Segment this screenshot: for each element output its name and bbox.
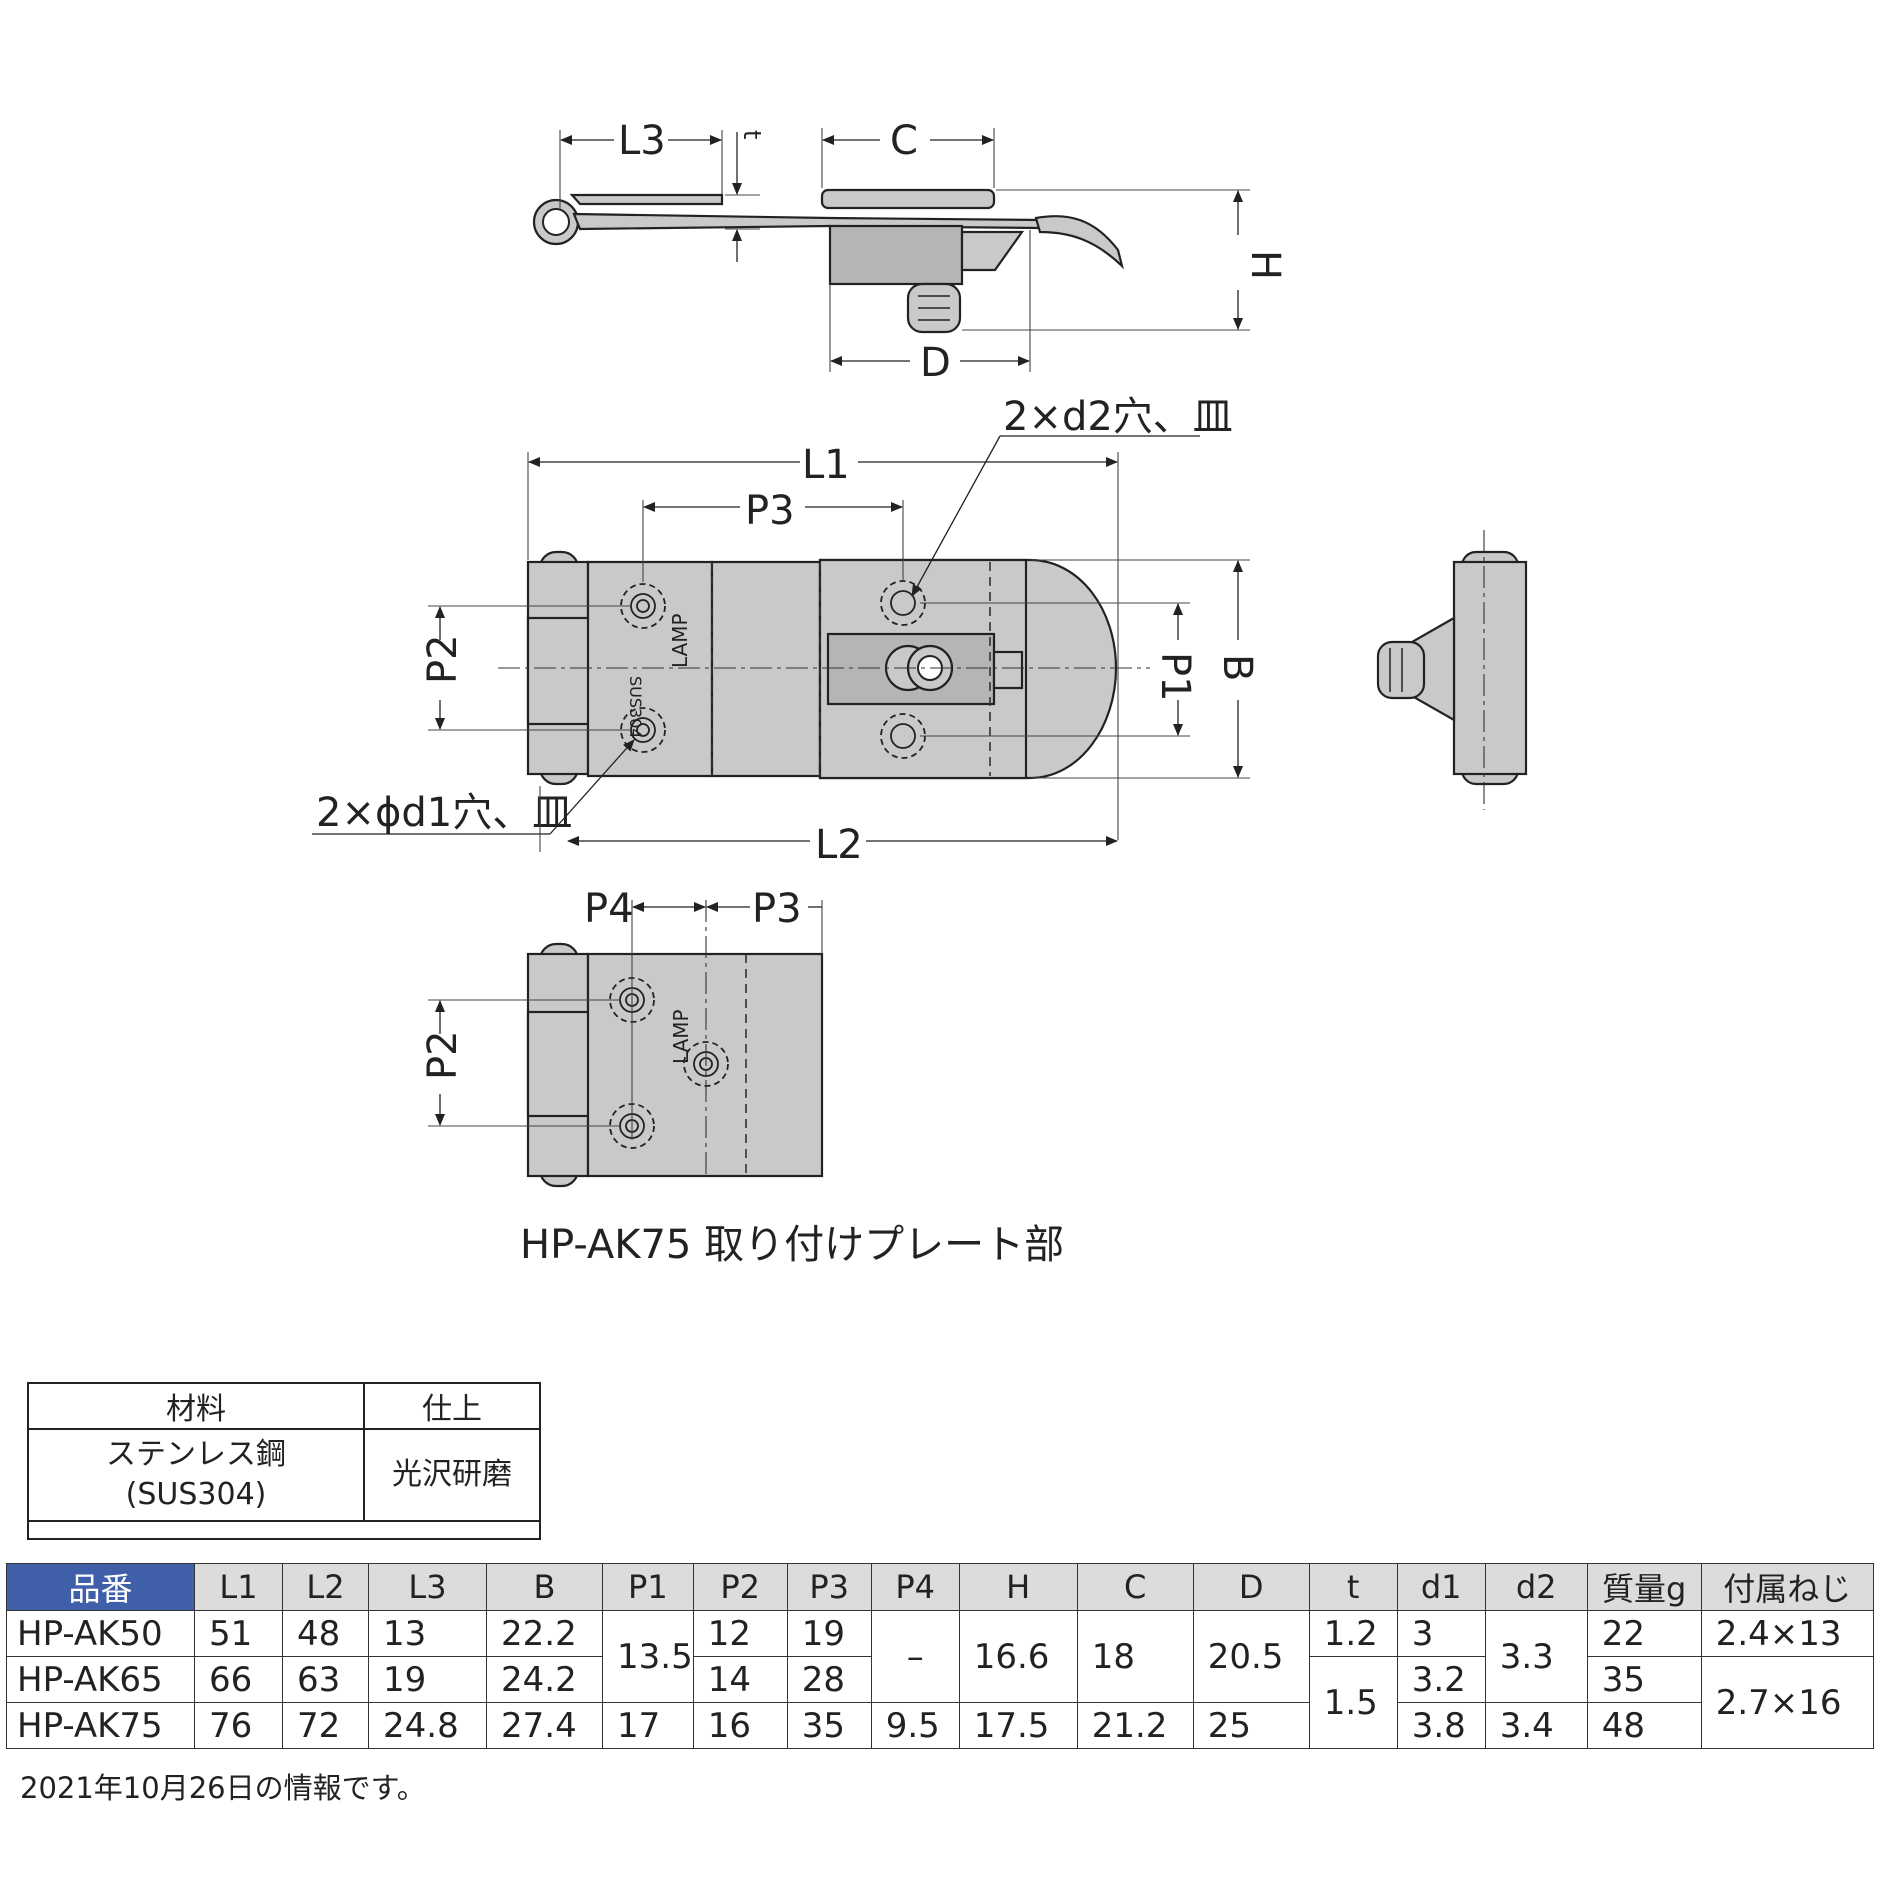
plate-stamp-brand: LAMP: [669, 1009, 693, 1064]
cell-L3: 13: [368, 1610, 487, 1657]
plate-caption: HP-AK75 取り付けプレート部: [520, 1222, 1064, 1268]
col-C: C: [1076, 1563, 1194, 1611]
col-P2: P2: [692, 1563, 788, 1611]
plate-dim-P4-label: P4: [584, 886, 634, 932]
dim-L2-label: L2: [815, 822, 863, 868]
cell-t: 1.5: [1308, 1656, 1398, 1749]
cell-L1: 51: [194, 1610, 283, 1657]
col-t: t: [1308, 1563, 1398, 1611]
cell-P4: 9.5: [870, 1702, 960, 1749]
part-number: HP-AK75: [6, 1702, 195, 1749]
cell-mass: 35: [1586, 1656, 1702, 1703]
cell-L2: 63: [282, 1656, 369, 1703]
cell-C: 18: [1076, 1610, 1194, 1703]
col-screw: 付属ねじ: [1700, 1563, 1874, 1611]
cell-P2: 16: [692, 1702, 788, 1749]
table-header-row: 品番 L1 L2 L3 B P1 P2 P3 P4 H C D t d1 d2 …: [6, 1563, 1874, 1611]
col-d2: d2: [1484, 1563, 1588, 1611]
cell-P2: 14: [692, 1656, 788, 1703]
cell-L3: 19: [368, 1656, 487, 1703]
cell-H: 16.6: [958, 1610, 1078, 1703]
cell-d2: 3.4: [1484, 1702, 1588, 1749]
cell-screw: 2.7×16: [1700, 1656, 1874, 1749]
col-D: D: [1192, 1563, 1310, 1611]
plate-view: LAMP P4 P3 P2 HP-AK75 取り付けプレート部: [420, 886, 1064, 1268]
stamp-brand: LAMP: [668, 613, 692, 668]
date-note: 2021年10月26日の情報です。: [20, 1771, 426, 1805]
cell-L1: 66: [194, 1656, 283, 1703]
table-row: HP-AK75 76 72 24.8 27.4 17 16 35 9.5 17.…: [6, 1702, 1874, 1749]
cell-P1: 17: [602, 1702, 694, 1749]
dim-D-label: D: [920, 340, 951, 386]
dim-L3-label: L3: [618, 118, 666, 164]
material-name: ステンレス鋼: [106, 1437, 286, 1472]
col-L2: L2: [282, 1563, 369, 1611]
cell-d1: 3: [1396, 1610, 1486, 1657]
side-view: L3 t C H D: [532, 118, 1288, 386]
col-d1: d1: [1396, 1563, 1486, 1611]
dim-P1-label: P1: [1152, 652, 1198, 702]
col-L1: L1: [194, 1563, 283, 1611]
col-L3: L3: [368, 1563, 487, 1611]
dim-P3-label: P3: [745, 488, 795, 534]
cell-P3: 35: [786, 1702, 872, 1749]
cell-mass: 22: [1586, 1610, 1702, 1657]
cell-L1: 76: [194, 1702, 283, 1749]
col-P1: P1: [602, 1563, 694, 1611]
cell-L2: 72: [282, 1702, 369, 1749]
cell-d2: 3.3: [1484, 1610, 1588, 1703]
dim-B-label: B: [1214, 654, 1260, 681]
cell-D: 20.5: [1192, 1610, 1310, 1703]
hole-d2-label: 2×d2穴、皿: [1003, 394, 1233, 440]
col-P3: P3: [786, 1563, 872, 1611]
cell-d1: 3.2: [1396, 1656, 1486, 1703]
cell-P3: 19: [786, 1610, 872, 1657]
material-header: 材料: [27, 1382, 365, 1430]
cell-L3: 24.8: [368, 1702, 487, 1749]
material-table-footer: [27, 1521, 541, 1540]
hole-d1-label: 2×ϕd1穴、皿: [316, 790, 572, 836]
col-B: B: [486, 1563, 603, 1611]
cell-t: 1.2: [1308, 1610, 1398, 1657]
plate-dim-P3-label: P3: [752, 886, 802, 932]
finish-cell: 光沢研磨: [363, 1428, 541, 1522]
cell-C: 21.2: [1076, 1702, 1194, 1749]
cell-B: 24.2: [486, 1656, 603, 1703]
dim-C-label: C: [890, 118, 918, 164]
dim-P2-label: P2: [420, 634, 466, 684]
material-code: (SUS304): [125, 1477, 267, 1512]
cell-P1: 13.5: [602, 1610, 694, 1703]
stamp-material: SUS304: [626, 676, 645, 739]
cell-P3: 28: [786, 1656, 872, 1703]
cell-P4: –: [870, 1610, 960, 1703]
material-table: 材料 仕上 ステンレス鋼 (SUS304) 光沢研磨: [27, 1382, 541, 1540]
col-H: H: [958, 1563, 1078, 1611]
cell-B: 22.2: [486, 1610, 603, 1657]
cell-D: 25: [1192, 1702, 1310, 1749]
part-number: HP-AK50: [6, 1610, 195, 1657]
table-row: HP-AK65 66 63 19 24.2 14 28 1.5 3.2 35 2…: [6, 1656, 1874, 1749]
material-cell: ステンレス鋼 (SUS304): [27, 1428, 365, 1522]
col-P4: P4: [870, 1563, 960, 1611]
cell-mass: 48: [1586, 1702, 1702, 1749]
dim-L1-label: L1: [802, 442, 850, 488]
plate-dim-P2-label: P2: [420, 1030, 466, 1080]
finish-header: 仕上: [363, 1382, 541, 1430]
cell-P2: 12: [692, 1610, 788, 1657]
dim-t-label: t: [738, 130, 766, 139]
cell-d1: 3.8: [1396, 1702, 1486, 1749]
cell-L2: 48: [282, 1610, 369, 1657]
cell-B: 27.4: [486, 1702, 603, 1749]
dimension-table: 品番 L1 L2 L3 B P1 P2 P3 P4 H C D t d1 d2 …: [6, 1563, 1874, 1749]
part-number: HP-AK65: [6, 1656, 195, 1703]
dim-H-label: H: [1242, 250, 1288, 280]
table-row: HP-AK50 51 48 13 22.2 13.5 12 19 – 16.6 …: [6, 1610, 1874, 1703]
top-view: LAMP SUS304 L1 P3 2×d2穴、皿 2×ϕd1穴、皿 L2 P2: [312, 394, 1260, 868]
col-part-number: 品番: [6, 1563, 195, 1611]
cell-H: 17.5: [958, 1702, 1078, 1749]
end-view: [1376, 530, 1528, 810]
cell-screw: 2.4×13: [1700, 1610, 1874, 1657]
col-mass: 質量g: [1586, 1563, 1702, 1611]
